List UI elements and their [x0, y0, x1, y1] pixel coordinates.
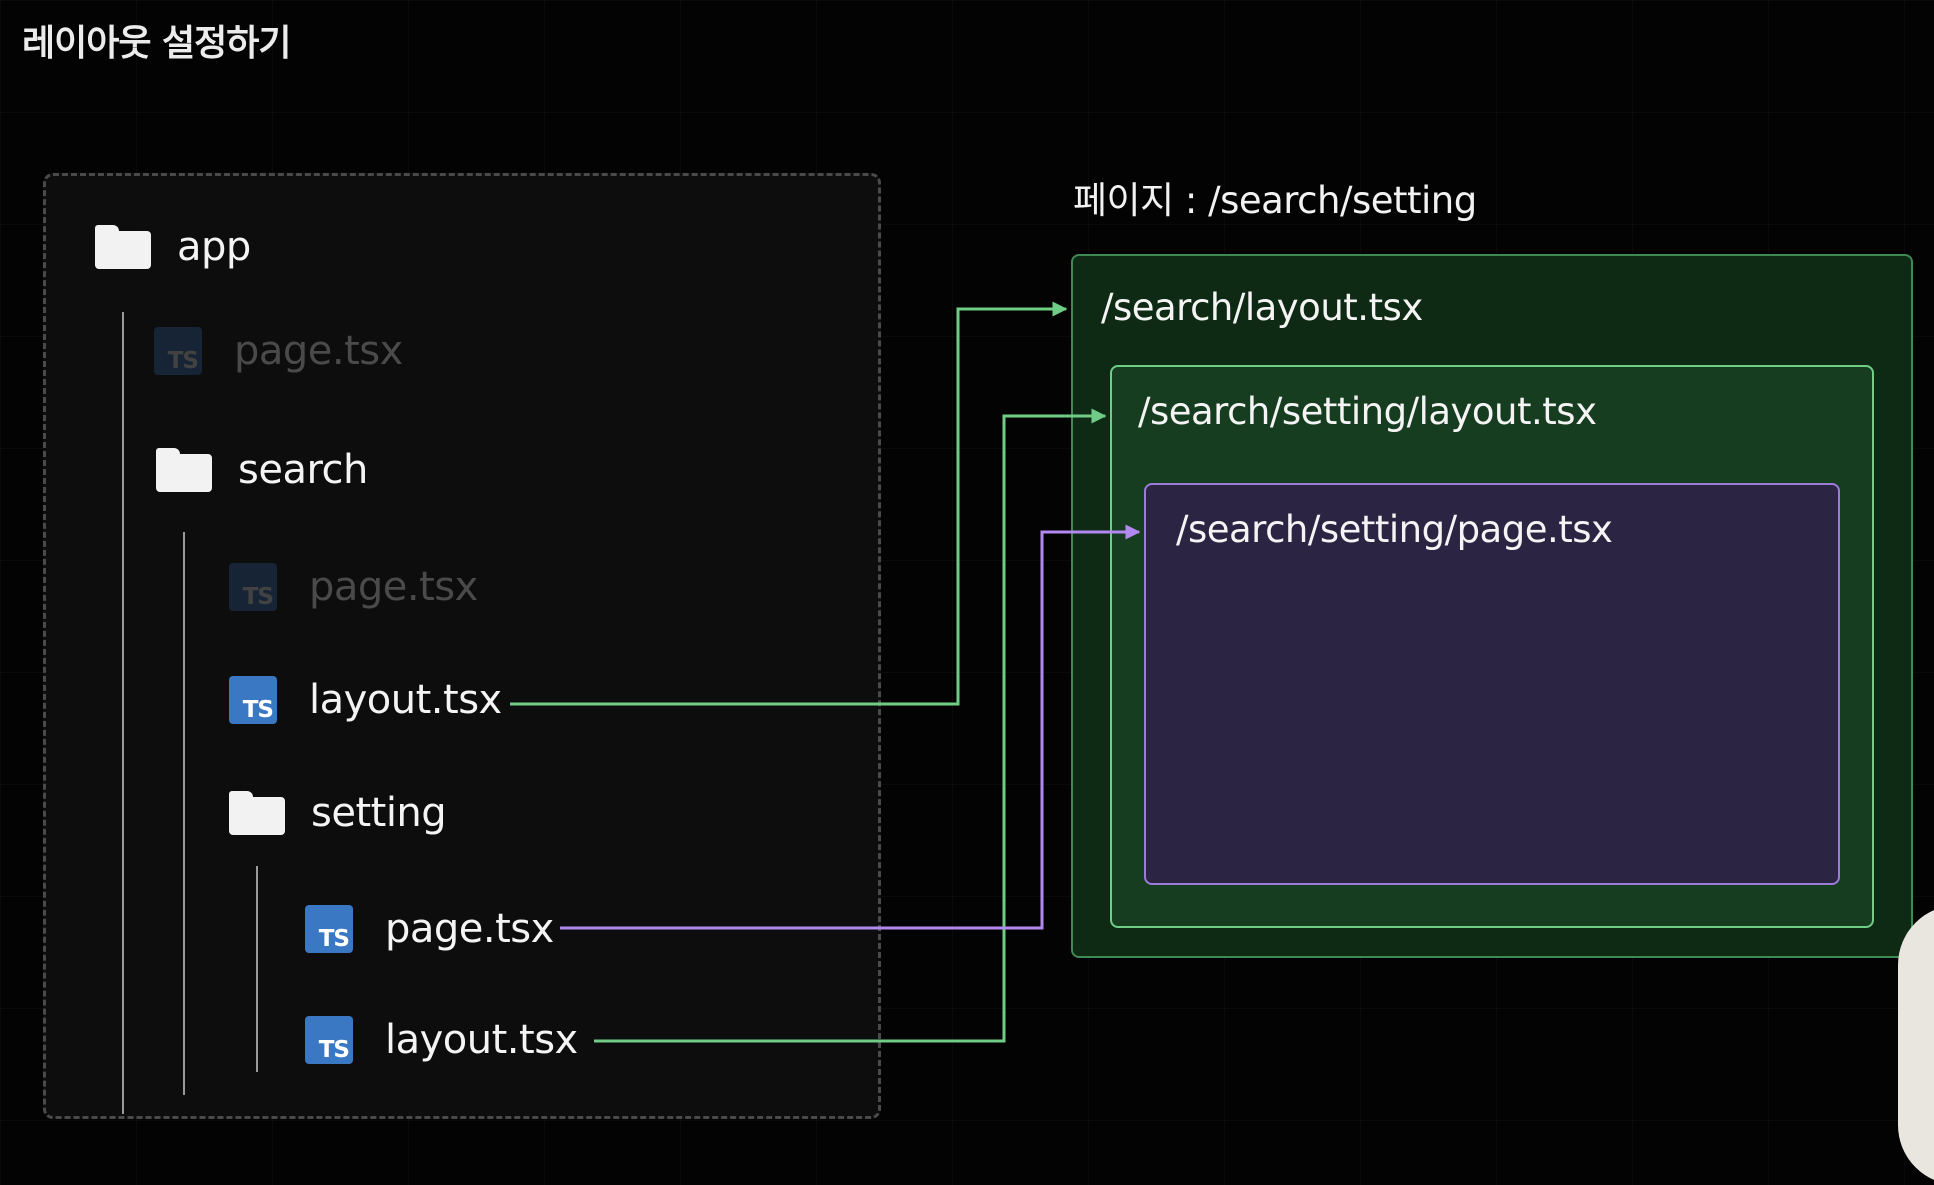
tree-item-label: app [177, 224, 251, 270]
box-label: /search/setting/layout.tsx [1138, 390, 1597, 433]
slide-title: 레이아웃 설정하기 [22, 23, 291, 64]
typescript-file-icon: TS [229, 563, 277, 611]
setting-page-box: /search/setting/page.tsx [1144, 483, 1840, 885]
box-label: /search/layout.tsx [1101, 286, 1423, 329]
tree-file-search-layout[interactable]: TS layout.tsx [229, 670, 502, 730]
tree-item-label: layout.tsx [309, 677, 502, 723]
arrow-setting-page [560, 524, 1141, 930]
tree-file-setting-layout[interactable]: TS layout.tsx [305, 1010, 578, 1070]
tree-folder-app[interactable]: app [95, 217, 251, 277]
typescript-file-icon: TS [229, 676, 277, 724]
box-label: /search/setting/page.tsx [1176, 508, 1613, 551]
folder-icon [156, 448, 212, 492]
tree-file-app-page[interactable]: TS page.tsx [154, 321, 403, 381]
typescript-file-icon: TS [305, 905, 353, 953]
typescript-file-icon: TS [305, 1016, 353, 1064]
typescript-file-icon: TS [154, 327, 202, 375]
file-tree-panel [43, 173, 881, 1119]
tree-item-label: search [238, 447, 368, 493]
tree-guide-app [122, 312, 124, 1114]
tree-item-label: page.tsx [309, 564, 478, 610]
tree-item-label: layout.tsx [385, 1017, 578, 1063]
arrow-search-layout [510, 301, 1068, 706]
arrow-setting-layout [594, 408, 1107, 1043]
tree-file-search-page[interactable]: TS page.tsx [229, 557, 478, 617]
tree-file-setting-page[interactable]: TS page.tsx [305, 899, 554, 959]
tree-folder-setting[interactable]: setting [229, 783, 447, 843]
folder-icon [95, 225, 151, 269]
tree-guide-search [183, 532, 185, 1095]
page-route-caption: 페이지 : /search/setting [1073, 179, 1477, 222]
tree-folder-search[interactable]: search [156, 440, 368, 500]
tree-item-label: page.tsx [234, 328, 403, 374]
connector-arrows [510, 301, 1141, 1043]
tree-item-label: setting [311, 790, 447, 836]
tree-item-label: page.tsx [385, 906, 554, 952]
tree-guide-setting [256, 866, 258, 1072]
presenter-overlay [1898, 905, 1934, 1185]
folder-icon [229, 791, 285, 835]
